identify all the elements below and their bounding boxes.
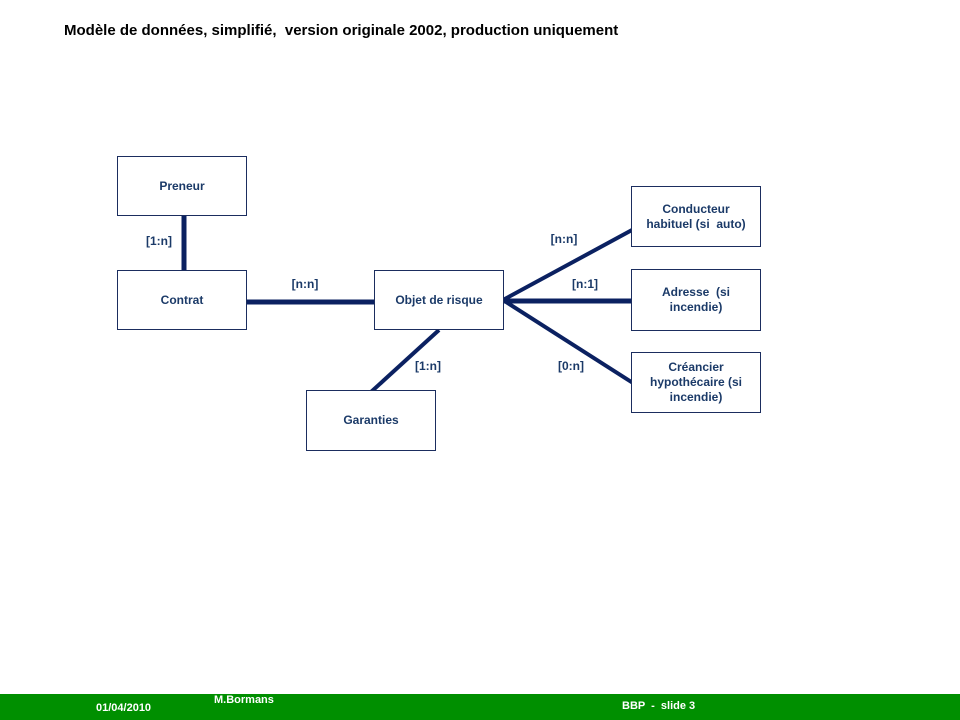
cardinality-objet-conducteur: [n:n] [550, 232, 578, 246]
entity-adresse: Adresse (si incendie) [631, 269, 761, 331]
entity-adresse-label-line2: incendie) [669, 300, 723, 314]
footer-date: 01/04/2010 [96, 702, 152, 714]
entity-conducteur-label-line1: Conducteur [662, 201, 730, 216]
entity-creancier-label-line1: Créancier [668, 360, 724, 374]
cardinality-objet-garanties: [1:n] [415, 359, 441, 373]
footer-bar [0, 694, 960, 720]
cardinality-objet-adresse: [n:1] [572, 277, 598, 291]
entity-adresse-label-line1: Adresse (si [661, 285, 731, 299]
entity-garanties-label: Garanties [343, 413, 399, 427]
entity-preneur: Preneur [117, 156, 247, 216]
slide-title: Modèle de données, simplifié, version or… [64, 22, 619, 39]
cardinality-objet-creancier: [0:n] [558, 359, 584, 373]
entity-objet-de-risque-label: Objet de risque [395, 292, 483, 307]
entity-objet-de-risque: Objet de risque [374, 270, 504, 330]
cardinality-preneur-contrat: [1:n] [146, 234, 172, 248]
entity-conducteur-label-line2: habituel (si auto) [646, 216, 746, 231]
entity-contrat: Contrat [117, 270, 247, 330]
footer-page-number: BBP - slide 3 [622, 700, 696, 712]
footer-author: M.Bormans [214, 694, 274, 706]
entity-creancier-label-line3: incendie) [669, 390, 723, 404]
entity-creancier-hypothecaire: Créancier hypothécaire (si incendie) [631, 352, 761, 413]
entity-contrat-label: Contrat [160, 292, 204, 307]
entity-conducteur-habituel: Conducteur habituel (si auto) [631, 186, 761, 247]
entity-preneur-label: Preneur [159, 178, 205, 193]
entity-garanties: Garanties [306, 390, 436, 451]
entity-creancier-label-line2: hypothécaire (si [649, 375, 743, 389]
cardinality-contrat-objet: [n:n] [291, 277, 319, 291]
